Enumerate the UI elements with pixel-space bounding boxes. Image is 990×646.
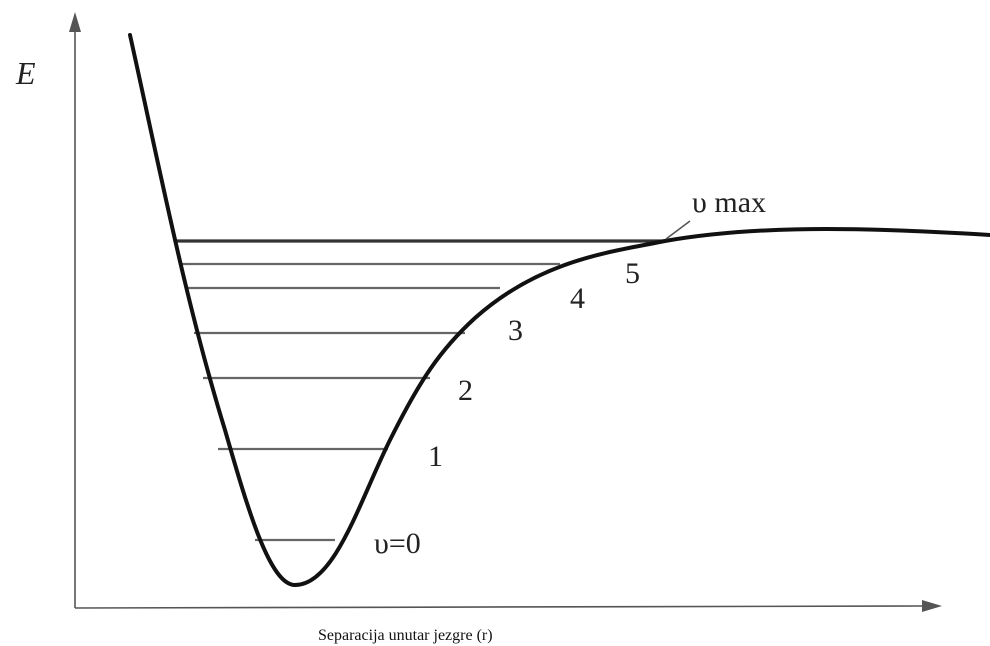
x-axis [74, 605, 926, 609]
vmax-leader-line [665, 220, 691, 240]
level-label-5: 5 [625, 257, 640, 290]
x-axis-arrow [922, 600, 942, 612]
level-label-3: 3 [508, 314, 523, 347]
potential-energy-curve [128, 33, 990, 587]
y-axis-arrow [69, 12, 81, 32]
level-label-v0: υ=0 [374, 527, 421, 560]
level-label-2: 2 [458, 374, 473, 407]
level-label-1: 1 [428, 440, 443, 473]
level-label-4: 4 [570, 282, 585, 315]
level-label-vmax: υ max [692, 186, 766, 219]
y-axis-label: E [15, 55, 36, 91]
x-axis-label: Separacija unutar jezgre (r) [318, 627, 493, 644]
